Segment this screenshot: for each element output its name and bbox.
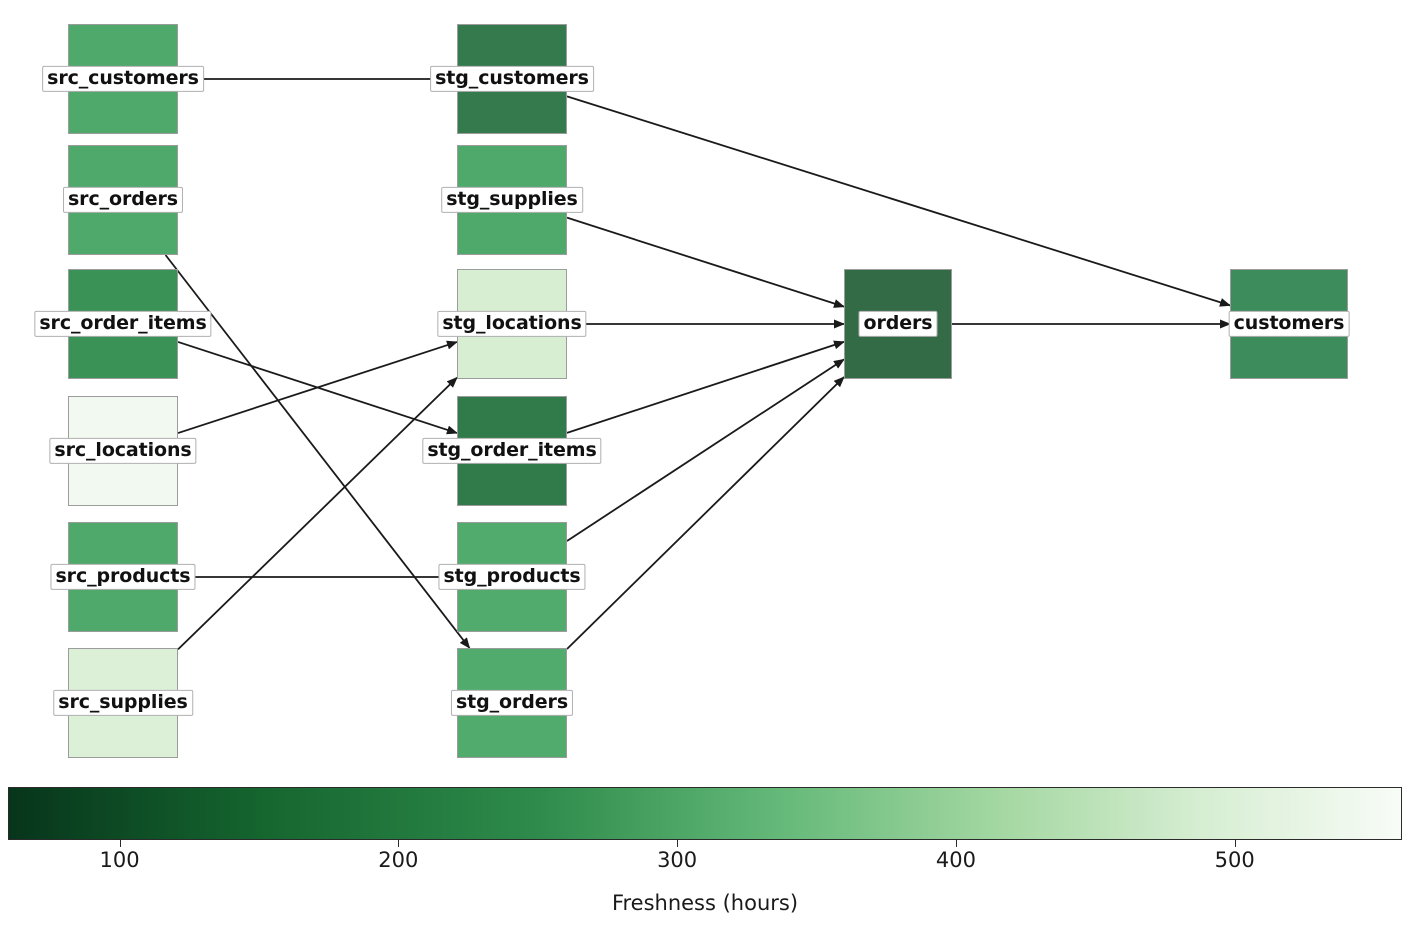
edge-src_locations-to-stg_locations [177, 340, 458, 434]
edge-src_orders-to-stg_orders [164, 254, 471, 649]
node-label-stg_products: stg_products [438, 563, 586, 591]
node-label-stg_customers: stg_customers [430, 65, 594, 93]
node-label-src_orders: src_orders [62, 186, 184, 214]
node-label-customers: customers [1228, 310, 1350, 338]
edge-stg_order_items-to-orders [566, 340, 845, 434]
colorbar-tick-label: 500 [1214, 848, 1255, 872]
edge-stg_orders-to-orders [566, 376, 845, 650]
node-label-stg_locations: stg_locations [437, 310, 587, 338]
colorbar-gradient [9, 788, 1401, 839]
colorbar-tick-label: 400 [935, 848, 976, 872]
colorbar-tick-label: 100 [99, 848, 140, 872]
edge-stg_products-to-orders [566, 358, 845, 542]
node-label-stg_order_items: stg_order_items [422, 437, 602, 465]
edge-stg_supplies-to-orders [566, 216, 845, 308]
colorbar-tick-label: 200 [378, 848, 419, 872]
node-label-stg_supplies: stg_supplies [441, 186, 583, 214]
colorbar-tick-mark [1234, 840, 1236, 847]
colorbar [8, 787, 1402, 840]
colorbar-tick-mark [955, 840, 957, 847]
edge-src_supplies-to-stg_locations [177, 376, 458, 651]
edge-stg_customers-to-customers [566, 95, 1231, 307]
colorbar-label: Freshness (hours) [611, 891, 799, 915]
node-label-src_locations: src_locations [49, 437, 197, 465]
node-label-src_customers: src_customers [42, 65, 204, 93]
colorbar-tick-mark [119, 840, 121, 847]
node-label-orders: orders [858, 310, 938, 338]
node-label-src_supplies: src_supplies [53, 689, 193, 717]
colorbar-tick-mark [398, 840, 400, 847]
colorbar-tick-label: 300 [657, 848, 698, 872]
edge-group [164, 78, 1231, 651]
node-label-src_products: src_products [50, 563, 196, 591]
node-label-src_order_items: src_order_items [34, 310, 212, 338]
node-label-stg_orders: stg_orders [450, 689, 574, 717]
colorbar-tick-group: 100 200 300 400 500 [8, 840, 1402, 885]
colorbar-tick-mark [677, 840, 679, 847]
